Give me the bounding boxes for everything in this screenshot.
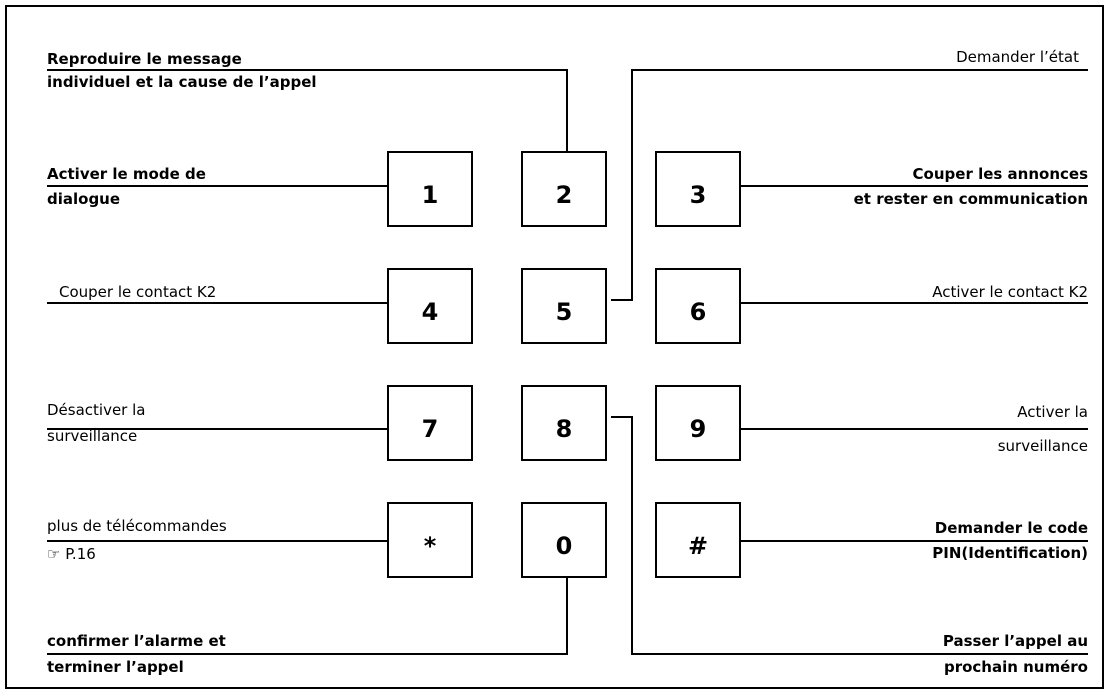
key-7[interactable]: 7: [387, 385, 473, 461]
label-activer-surveillance-line1: Activer la: [1017, 403, 1088, 421]
label-dialogue-line2: dialogue: [47, 190, 121, 208]
label-couper-annonces-line1: Couper les annonces: [912, 165, 1088, 183]
label-passer-line2: prochain numéro: [943, 658, 1088, 676]
connector-key-0: [47, 578, 568, 655]
label-couper-annonces-line2: et rester en communication: [853, 190, 1088, 208]
label-plus-telecommandes: plus de télécommandes: [47, 517, 227, 535]
key-star[interactable]: *: [387, 502, 473, 578]
label-confirmer-line2: terminer l’appel: [47, 658, 184, 676]
label-pin-line1: Demander le code: [934, 519, 1088, 537]
key-2[interactable]: 2: [521, 151, 607, 227]
label-activer-surveillance-line2: surveillance: [997, 437, 1088, 455]
key-6[interactable]: 6: [655, 268, 741, 344]
connector-key-8: [611, 416, 1088, 655]
diagram-frame: [5, 5, 1104, 689]
key-8[interactable]: 8: [521, 385, 607, 461]
connector-key-5: [611, 69, 1088, 301]
connector-key-2: [47, 69, 568, 151]
key-9[interactable]: 9: [655, 385, 741, 461]
key-0[interactable]: 0: [521, 502, 607, 578]
key-4[interactable]: 4: [387, 268, 473, 344]
label-confirmer-line1: confirmer l’alarme et: [47, 632, 226, 650]
label-dialogue-line1: Activer le mode de: [47, 165, 206, 183]
key-5[interactable]: 5: [521, 268, 607, 344]
label-pin-line2: PIN(Identification): [932, 544, 1088, 562]
label-reproduire-line2: individuel et la cause de l’appel: [47, 73, 317, 91]
key-1[interactable]: 1: [387, 151, 473, 227]
label-reproduire-line1: Reproduire le message: [47, 50, 242, 68]
label-passer-line1: Passer l’appel au: [942, 632, 1088, 650]
key-hash[interactable]: #: [655, 502, 741, 578]
label-couper-k2: Couper le contact K2: [59, 283, 217, 301]
label-page-reference[interactable]: ☞ P.16: [47, 545, 96, 563]
label-activer-k2: Activer le contact K2: [932, 283, 1088, 301]
key-3[interactable]: 3: [655, 151, 741, 227]
label-desactiver-line2: surveillance: [47, 427, 138, 445]
label-desactiver-line1: Désactiver la: [47, 401, 146, 419]
label-demander-etat: Demander l’état: [956, 48, 1079, 66]
